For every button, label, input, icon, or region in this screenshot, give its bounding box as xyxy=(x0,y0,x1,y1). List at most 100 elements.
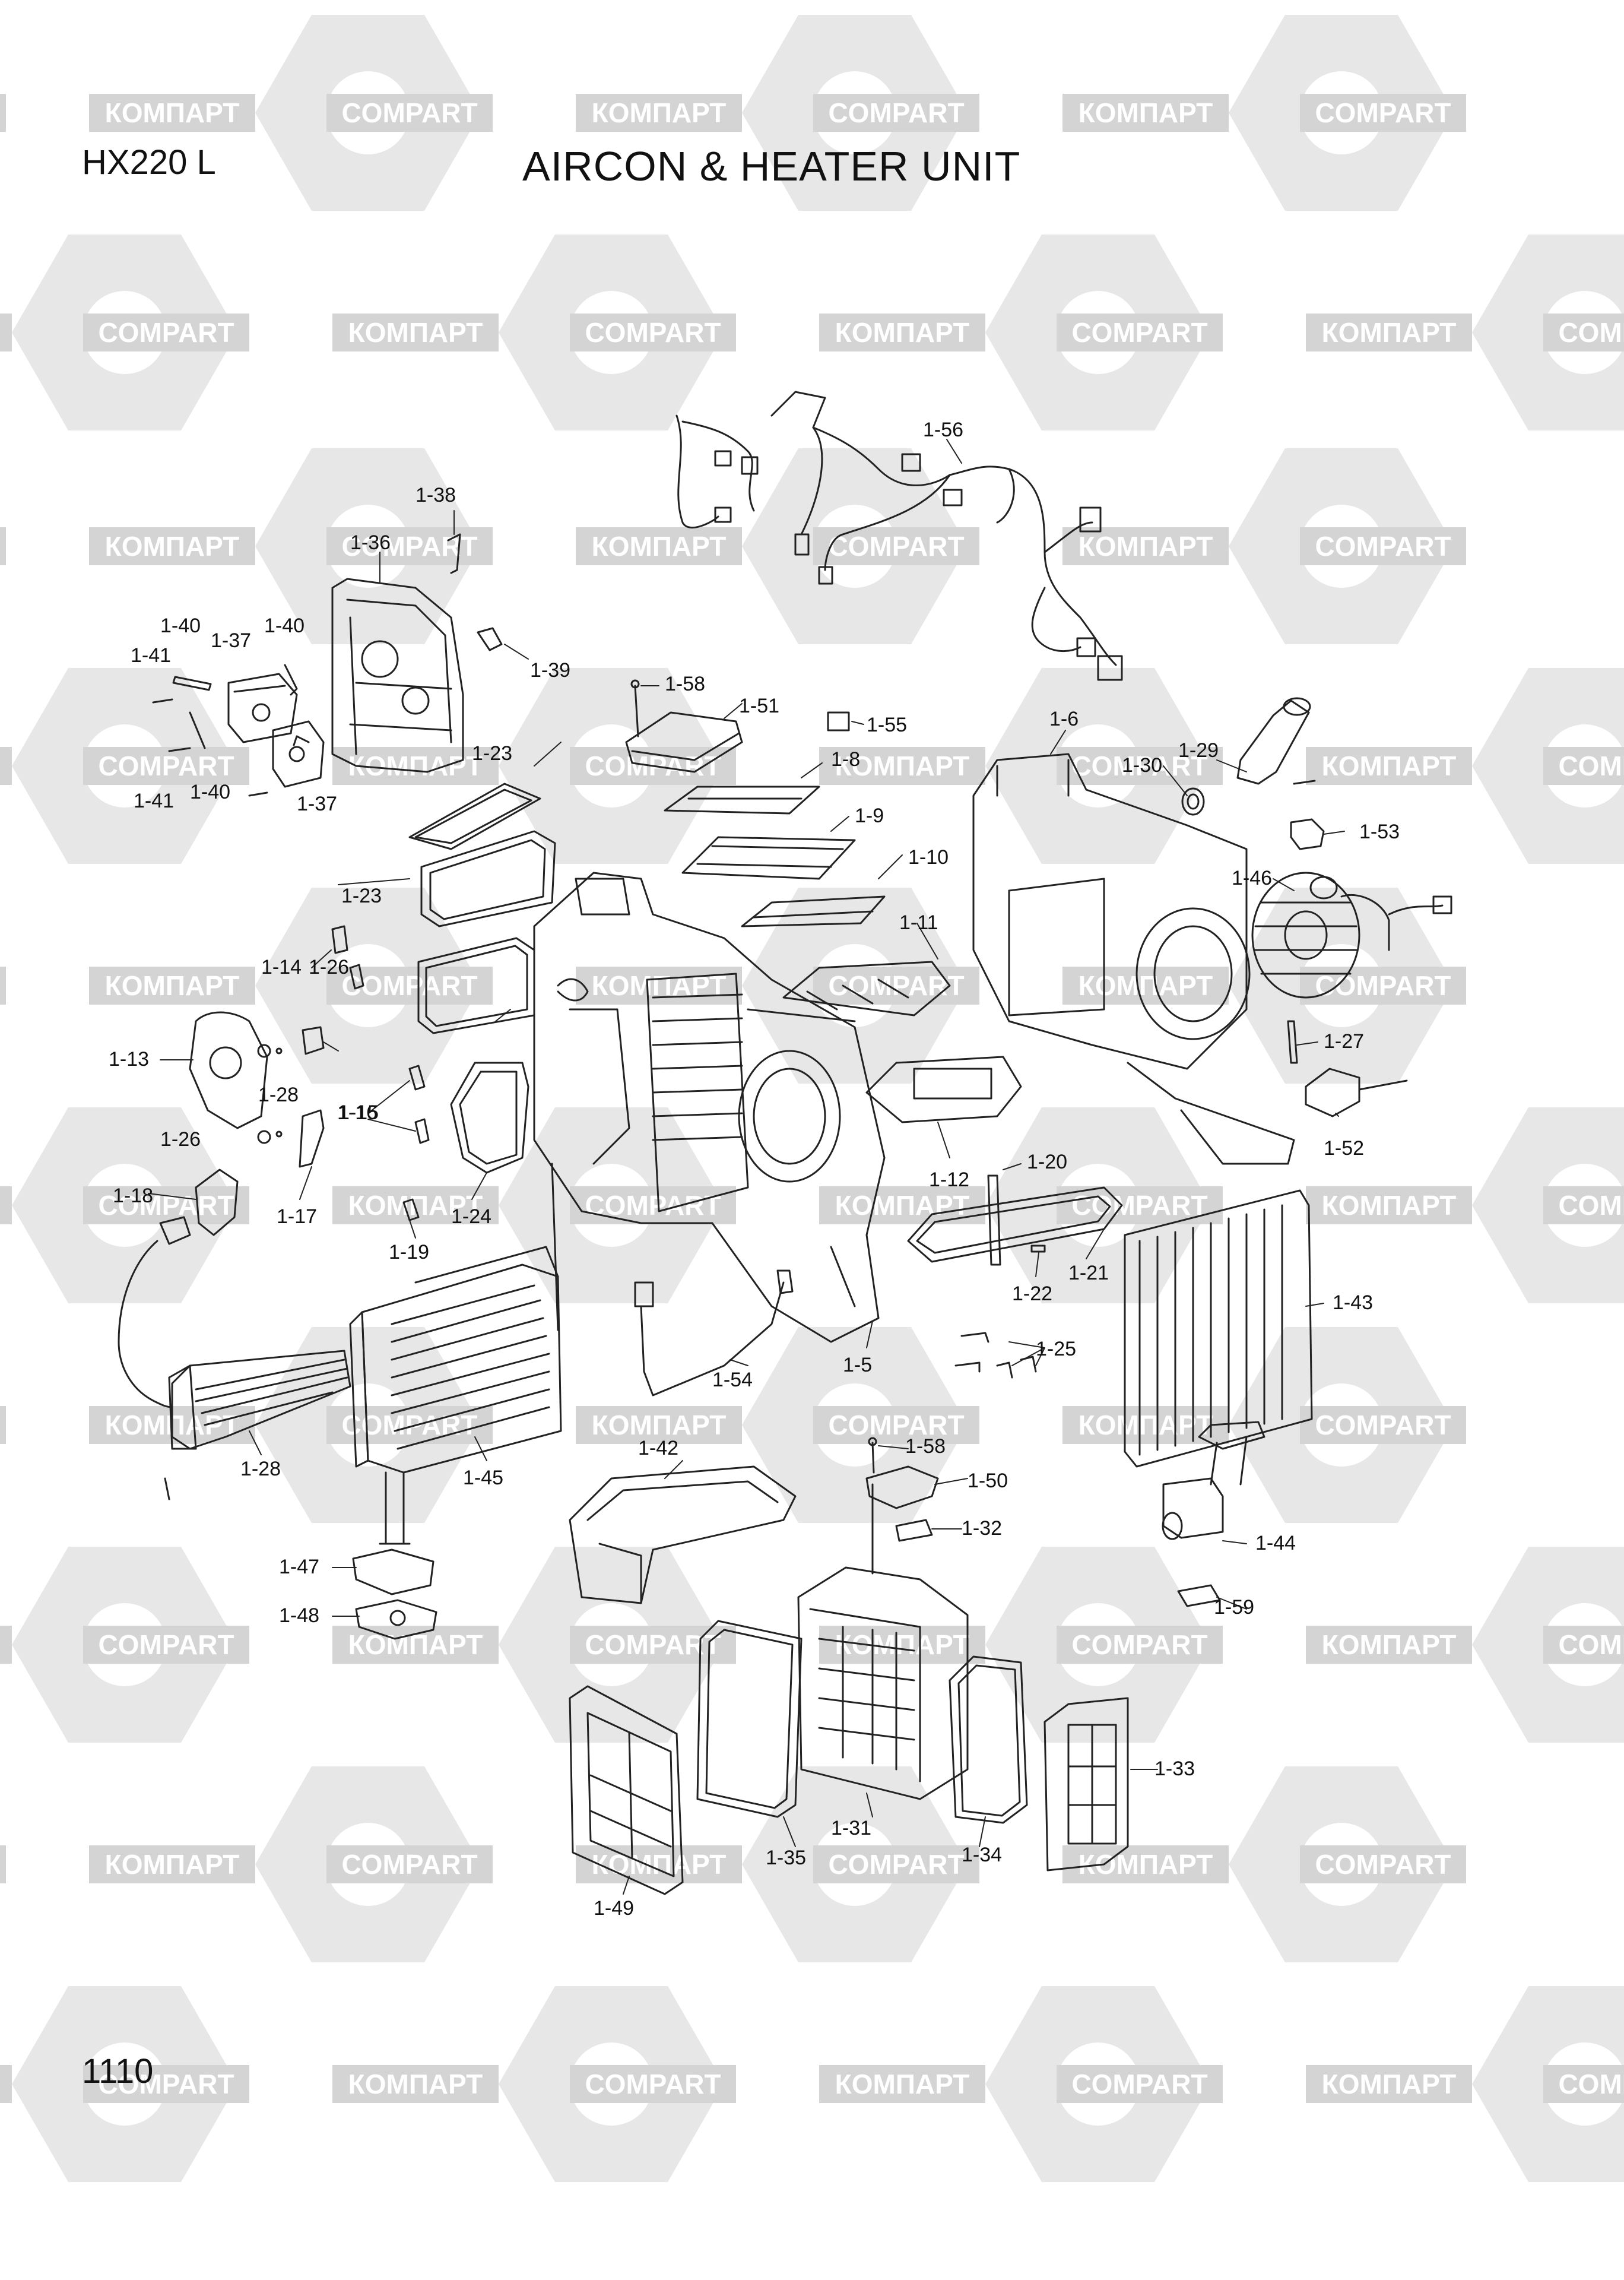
small-rods xyxy=(152,533,503,797)
watermark-text: КОМПАРТ xyxy=(348,750,483,781)
watermark-band xyxy=(576,527,742,565)
callout-1-45: 1-45 xyxy=(463,1467,503,1489)
watermark-text: COMPART xyxy=(828,1410,964,1440)
watermark-band xyxy=(1300,1406,1466,1444)
watermark-text: КОМПАРТ xyxy=(105,1849,240,1880)
callout-1-41: 1-41 xyxy=(131,644,171,667)
callout-1-47: 1-47 xyxy=(279,1556,319,1578)
callout-1-8: 1-8 xyxy=(831,748,860,771)
left-small-parts xyxy=(159,925,430,1245)
watermark-band xyxy=(326,1845,493,1883)
callout-1-51: 1-51 xyxy=(739,695,779,717)
watermark-band xyxy=(83,2065,249,2103)
callout-1-26: 1-26 xyxy=(160,1128,201,1151)
evaporator xyxy=(1124,1189,1313,1486)
callout-1-6: 1-6 xyxy=(1049,708,1079,730)
callout-1-12: 1-12 xyxy=(929,1168,969,1191)
watermark-band xyxy=(1300,1845,1466,1883)
watermark-text: COMPART xyxy=(98,2069,234,2100)
watermark-text: КОМПАРТ xyxy=(105,531,240,562)
watermark-band xyxy=(570,314,736,352)
callout-1-15: 1-15 xyxy=(338,1101,379,1124)
watermark-text: COMPART xyxy=(1071,2069,1207,2100)
watermark-band xyxy=(819,2065,985,2103)
watermark-text: COMPART xyxy=(1071,317,1207,348)
callout-1-18: 1-18 xyxy=(113,1185,153,1207)
control-module xyxy=(625,679,743,773)
callout-1-22: 1-22 xyxy=(1012,1282,1052,1305)
duct-1-24 xyxy=(450,1062,529,1174)
watermark-band xyxy=(0,967,6,1005)
callout-1-38: 1-38 xyxy=(415,484,456,506)
watermark-band xyxy=(819,1626,985,1664)
watermark-text: COMPART xyxy=(341,970,477,1001)
callout-1-56: 1-56 xyxy=(923,419,963,441)
resistor-1-53 xyxy=(1290,818,1325,850)
rod-1-20 xyxy=(987,1174,1001,1266)
door-plates xyxy=(664,786,1022,1123)
watermark-band xyxy=(83,1626,249,1664)
watermark-band xyxy=(576,1406,742,1444)
callout-1-17: 1-17 xyxy=(277,1205,317,1228)
watermark-band xyxy=(0,1186,12,1224)
watermark-band xyxy=(332,1626,499,1664)
pad-1-48 xyxy=(355,1599,437,1640)
watermark-text: КОМПАРТ xyxy=(835,2069,970,2100)
callout-1-31: 1-31 xyxy=(831,1817,871,1839)
watermark-band xyxy=(83,1186,249,1224)
watermark-text: COMPART xyxy=(828,97,964,128)
ring-1-34 xyxy=(949,1655,1028,1824)
watermark-band xyxy=(326,94,493,132)
watermark-text: КОМПАРТ xyxy=(348,2069,483,2100)
watermark-text: COMPART xyxy=(585,317,721,348)
callout-1-14: 1-14 xyxy=(261,956,302,978)
callout-1-58: 1-58 xyxy=(905,1435,946,1458)
watermark-band xyxy=(570,1186,736,1224)
callout-1-11: 1-11 xyxy=(899,911,938,934)
watermark-band xyxy=(1057,1626,1223,1664)
callout-1-41: 1-41 xyxy=(134,790,174,812)
watermark-band xyxy=(332,314,499,352)
watermark-band xyxy=(0,747,12,785)
watermark-band xyxy=(1057,2065,1223,2103)
watermark-band xyxy=(89,527,255,565)
watermark-band xyxy=(83,747,249,785)
callout-1-24: 1-24 xyxy=(451,1205,491,1228)
lower-case xyxy=(569,1465,797,1604)
watermark-band xyxy=(89,967,255,1005)
watermark-text: КОМПАРТ xyxy=(1079,531,1213,562)
watermark-band xyxy=(1306,747,1472,785)
watermark-text: COMPART xyxy=(1558,750,1624,781)
watermark-text: КОМПАРТ xyxy=(105,970,240,1001)
watermark-band xyxy=(1543,1186,1624,1224)
watermark-text: КОМПАРТ xyxy=(592,1849,727,1880)
upper-housing xyxy=(972,753,1295,1165)
watermark-text: COMPART xyxy=(98,750,234,781)
wire-1-27 xyxy=(1287,1020,1298,1064)
callout-1-44: 1-44 xyxy=(1255,1532,1296,1554)
callout-1-30: 1-30 xyxy=(1122,754,1162,777)
blower-motor xyxy=(1251,872,1452,999)
seal-1-47 xyxy=(352,1548,434,1595)
watermark-band xyxy=(1306,314,1472,352)
watermark-band xyxy=(819,747,985,785)
callout-1-50: 1-50 xyxy=(968,1470,1008,1492)
watermark-band xyxy=(0,2065,12,2103)
watermark-text: COMPART xyxy=(1315,531,1451,562)
clip-1-22 xyxy=(1030,1244,1046,1253)
callout-1-13: 1-13 xyxy=(109,1048,149,1071)
watermark-text: COMPART xyxy=(585,1629,721,1660)
watermark-text: КОМПАРТ xyxy=(835,317,970,348)
watermark-band xyxy=(1543,1626,1624,1664)
watermark-text: КОМПАРТ xyxy=(1079,970,1213,1001)
watermark-band xyxy=(813,94,979,132)
watermark-band xyxy=(1306,1186,1472,1224)
callout-1-19: 1-19 xyxy=(389,1241,429,1264)
leader-lines xyxy=(148,439,1345,1895)
watermark-text: COMPART xyxy=(1315,1849,1451,1880)
watermark-text: КОМПАРТ xyxy=(592,97,727,128)
watermark-band xyxy=(89,94,255,132)
callout-1-33: 1-33 xyxy=(1154,1758,1195,1780)
callout-1-27: 1-27 xyxy=(1324,1030,1364,1053)
